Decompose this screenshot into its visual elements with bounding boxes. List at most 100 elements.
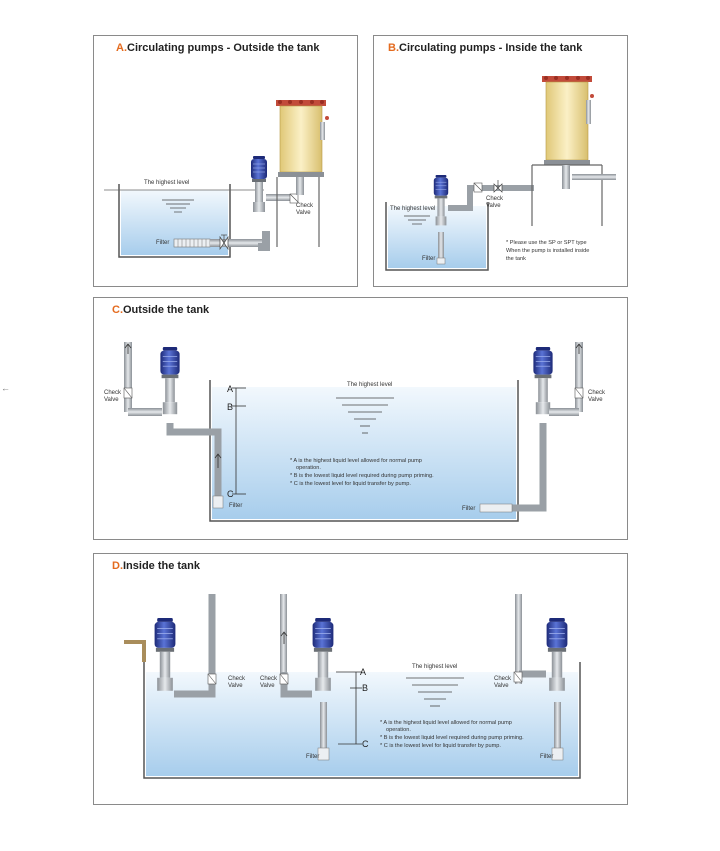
panel-d-level-a: A [360,667,366,677]
filter-tank-icon [542,76,594,165]
panel-b-diagram: The highest level Filter Check Valve * P… [385,76,616,271]
panel-d-check-2b: Valve [260,683,275,689]
panel-d-check-2a: Check [260,676,278,682]
panel-d-check-1a: Check [228,676,246,682]
panel-c-note-3: * B is the lowest liquid level required … [290,473,434,479]
panel-c-note-4: * C is the lowest level for liquid trans… [290,481,411,487]
check-valve-icon [574,387,584,399]
panel-c-note-2: operation. [296,465,321,471]
panel-b-letter: B. [388,42,399,54]
panel-c-note-1: * A is the highest liquid level allowed … [290,458,422,464]
panel-c-left-suction-pipe [166,423,222,503]
panel-a-title-text: Circulating pumps - Outside the tank [127,42,320,54]
panel-d-filter-mid: Filter [306,754,319,760]
panel-a-pipe-elbow [258,231,270,251]
panel-b-check-label-1: Check [486,196,504,202]
panel-c-title-text: Outside the tank [123,304,210,316]
panel-c-check-left-2: Valve [104,397,119,403]
panel-a-check-label-2: Valve [296,210,311,216]
panel-c-title: C.Outside the tank [112,304,209,316]
panel-b-suction-pipe [438,232,444,260]
panel-d-filter-right: Filter [540,754,553,760]
panel-d-tank-water [146,672,578,776]
check-valve-icon [289,193,299,204]
pump-icon [311,617,335,692]
panel-b-title-text: Circulating pumps - Inside the tank [399,42,583,54]
panel-c-level-a: A [227,384,233,394]
panel-c-left-riser [124,342,132,412]
panel-a-highest-level: The highest level [144,180,189,186]
panel-a-suction-pipe [210,239,262,247]
panel-c-level-b: B [227,402,233,412]
panel-b-tank-wall [385,202,489,271]
panel-c-diagram: The highest level A B C Check Valve Filt… [104,342,606,522]
panel-a-check-label-1: Check [296,203,314,209]
gate-valve-icon [219,234,229,251]
panel-d-note-2: operation. [386,727,411,733]
flow-arrow-icon [124,343,132,354]
panel-a-title: A.Circulating pumps - Outside the tank [116,42,320,54]
panel-c-check-right-2: Valve [588,397,603,403]
check-valve-icon [279,673,289,685]
panel-c-level-c: C [227,489,234,499]
panel-d-note-3: * B is the lowest liquid level required … [380,735,524,741]
check-valve-icon [207,673,217,685]
panel-c-check-left-1: Check [104,390,122,396]
panel-b-check-label-2: Valve [486,203,501,209]
panel-b-note-3: the tank [506,256,526,262]
panel-c-filter-right: Filter [462,506,475,512]
panel-c-right-suction-pipe [510,423,547,512]
panel-d-bracket [124,640,146,662]
panel-a-discharge-pipe [266,194,296,201]
pump-icon [153,617,177,692]
panel-b-note-1: * Please use the SP or SPT type [506,240,587,246]
filter-icon [212,495,224,509]
pump-icon [159,346,181,415]
panel-d-note-1: * A is the highest liquid level allowed … [380,720,512,726]
panel-a-tank-stand [276,177,320,247]
panel-d-letter: D. [112,560,123,572]
filter-tank-icon [276,100,329,177]
filter-icon [173,238,211,248]
pump-icon [250,155,268,213]
pump-icon [433,174,449,226]
check-valve-icon [473,182,483,193]
panel-c-right-riser [575,342,583,412]
panel-d-tank-wall [143,662,581,779]
panel-a: A.Circulating pumps - Outside the tank T… [93,35,358,287]
panel-b-note-2: When the pump is installed inside [506,248,589,254]
panel-d-diagram: The highest level A B C Check Valve Filt… [124,594,581,779]
panel-c-tank-wall [209,380,519,522]
panel-d-title-text: Inside the tank [123,560,201,572]
panel-a-tank-wall [118,184,231,258]
panel-b-highest-level: The highest level [390,206,435,212]
panel-c-filter-left: Filter [229,503,242,509]
panel-b-filter-label: Filter [422,256,435,262]
panel-c-tank-water [212,387,516,519]
panel-c-letter: C. [112,304,123,316]
gate-valve-icon [493,180,503,193]
panel-c-check-right-1: Check [588,390,606,396]
check-valve-icon [513,671,523,683]
pump-icon [532,346,554,415]
check-valve-icon [123,387,133,399]
filter-icon [479,503,513,513]
panel-d-highest-level: The highest level [412,664,457,670]
panel-a-letter: A. [116,42,127,54]
panel-b: B.Circulating pumps - Inside the tank Th… [373,35,628,287]
panel-d-check-3a: Check [494,676,512,682]
pump-icon [545,617,569,692]
panel-c: C.Outside the tank The highest level A B… [93,297,628,540]
panel-d-level-b: B [362,683,368,693]
panel-d-level-c: C [362,739,369,749]
panel-d-check-1b: Valve [228,683,243,689]
panel-a-filter-label: Filter [156,240,169,246]
panel-d-check-3b: Valve [494,683,509,689]
panel-a-diagram: The highest level Filter Check Valve [104,100,329,258]
filter-icon [317,747,330,761]
panel-c-highest-level: The highest level [347,382,392,388]
margin-arrow-mark: ← [1,383,10,393]
filter-icon [436,257,446,265]
panel-b-title: B.Circulating pumps - Inside the tank [388,42,582,54]
panel-d-title: D.Inside the tank [112,560,200,572]
